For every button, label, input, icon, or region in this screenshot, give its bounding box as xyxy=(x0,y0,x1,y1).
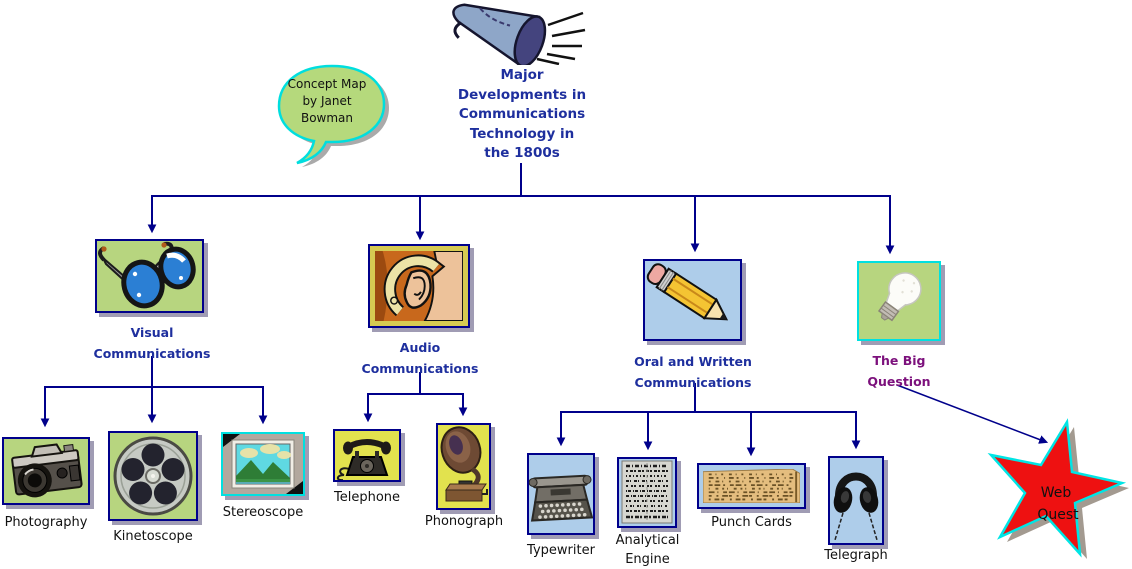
label-line: Engine xyxy=(625,552,670,567)
telephone-icon xyxy=(336,439,391,480)
bubble-line: Concept Map xyxy=(287,77,367,91)
headphones-icon xyxy=(833,472,879,541)
label-oral-written-communications: Oral and Written Communications xyxy=(618,351,768,393)
node-telephone[interactable] xyxy=(333,429,401,482)
label-telegraph: Telegraph xyxy=(824,548,888,563)
node-stereoscope[interactable] xyxy=(221,432,305,496)
node-punch-cards[interactable] xyxy=(697,463,806,509)
label-line: The Big xyxy=(872,353,926,368)
map-title: Major Developments in Communications Tec… xyxy=(441,66,603,164)
label-line: Audio xyxy=(399,340,441,355)
eyeglasses-icon xyxy=(98,241,196,309)
phonograph-icon xyxy=(440,426,488,502)
connector-lines xyxy=(40,163,1049,457)
label-audio-communications: Audio Communications xyxy=(360,337,480,379)
bubble-line: by Janet xyxy=(302,94,352,108)
node-audio-communications[interactable] xyxy=(368,244,470,328)
label-line: Communications xyxy=(93,346,211,361)
title-line: Technology in xyxy=(469,125,575,142)
label-line: Communications xyxy=(361,361,479,376)
pencil-icon xyxy=(646,263,729,321)
megaphone-icon xyxy=(452,3,586,65)
node-analytical-engine[interactable] xyxy=(617,457,677,528)
title-line: Major xyxy=(500,67,544,83)
punch-card-icon xyxy=(703,469,800,503)
author-speech-bubble xyxy=(277,64,389,167)
ear-icon xyxy=(375,251,463,321)
lightbulb-icon xyxy=(877,272,922,322)
author-credit: Concept Map by Janet Bowman xyxy=(276,76,378,127)
label-line: Analytical xyxy=(615,533,680,548)
title-line: the 1800s xyxy=(484,145,560,161)
webquest-label-line: Web xyxy=(1041,485,1072,501)
bubble-line: Bowman xyxy=(300,111,354,125)
node-kinetoscope[interactable] xyxy=(108,431,198,521)
film-reel-icon xyxy=(113,436,193,516)
label-big-question: The Big Question xyxy=(849,350,949,392)
label-analytical-engine: Analytical Engine xyxy=(600,531,695,569)
label-line: Question xyxy=(867,374,931,389)
label-stereoscope: Stereoscope xyxy=(222,505,304,520)
label-typewriter: Typewriter xyxy=(527,543,595,558)
engraving-icon xyxy=(621,460,673,524)
webquest-label-line: Quest xyxy=(1037,507,1079,523)
connector-to-webquest xyxy=(896,384,1049,444)
label-telephone: Telephone xyxy=(333,490,401,505)
label-visual-communications: Visual Communications xyxy=(77,322,227,364)
label-line: Visual xyxy=(130,325,174,340)
node-oral-written-communications[interactable] xyxy=(643,259,742,341)
label-line: Oral and Written xyxy=(634,354,752,369)
node-typewriter[interactable] xyxy=(527,453,595,535)
node-telegraph[interactable] xyxy=(828,456,884,545)
node-photography[interactable] xyxy=(2,437,90,505)
node-web-quest[interactable]: Web Quest xyxy=(980,415,1132,569)
title-line: Developments in xyxy=(457,86,587,103)
label-line: Communications xyxy=(634,375,752,390)
label-punch-cards: Punch Cards xyxy=(711,515,792,530)
label-kinetoscope: Kinetoscope xyxy=(113,529,193,544)
label-phonograph: Phonograph xyxy=(424,514,504,529)
landscape-photo-icon xyxy=(223,434,303,494)
node-phonograph[interactable] xyxy=(436,423,491,510)
label-photography: Photography xyxy=(4,515,88,530)
node-visual-communications[interactable] xyxy=(95,239,204,313)
node-big-question[interactable] xyxy=(857,261,941,341)
camera-icon xyxy=(11,443,83,498)
typewriter-icon xyxy=(529,474,593,522)
bubble-body xyxy=(277,64,386,165)
title-line: Communications xyxy=(458,106,586,122)
star-icon[interactable] xyxy=(987,418,1127,558)
